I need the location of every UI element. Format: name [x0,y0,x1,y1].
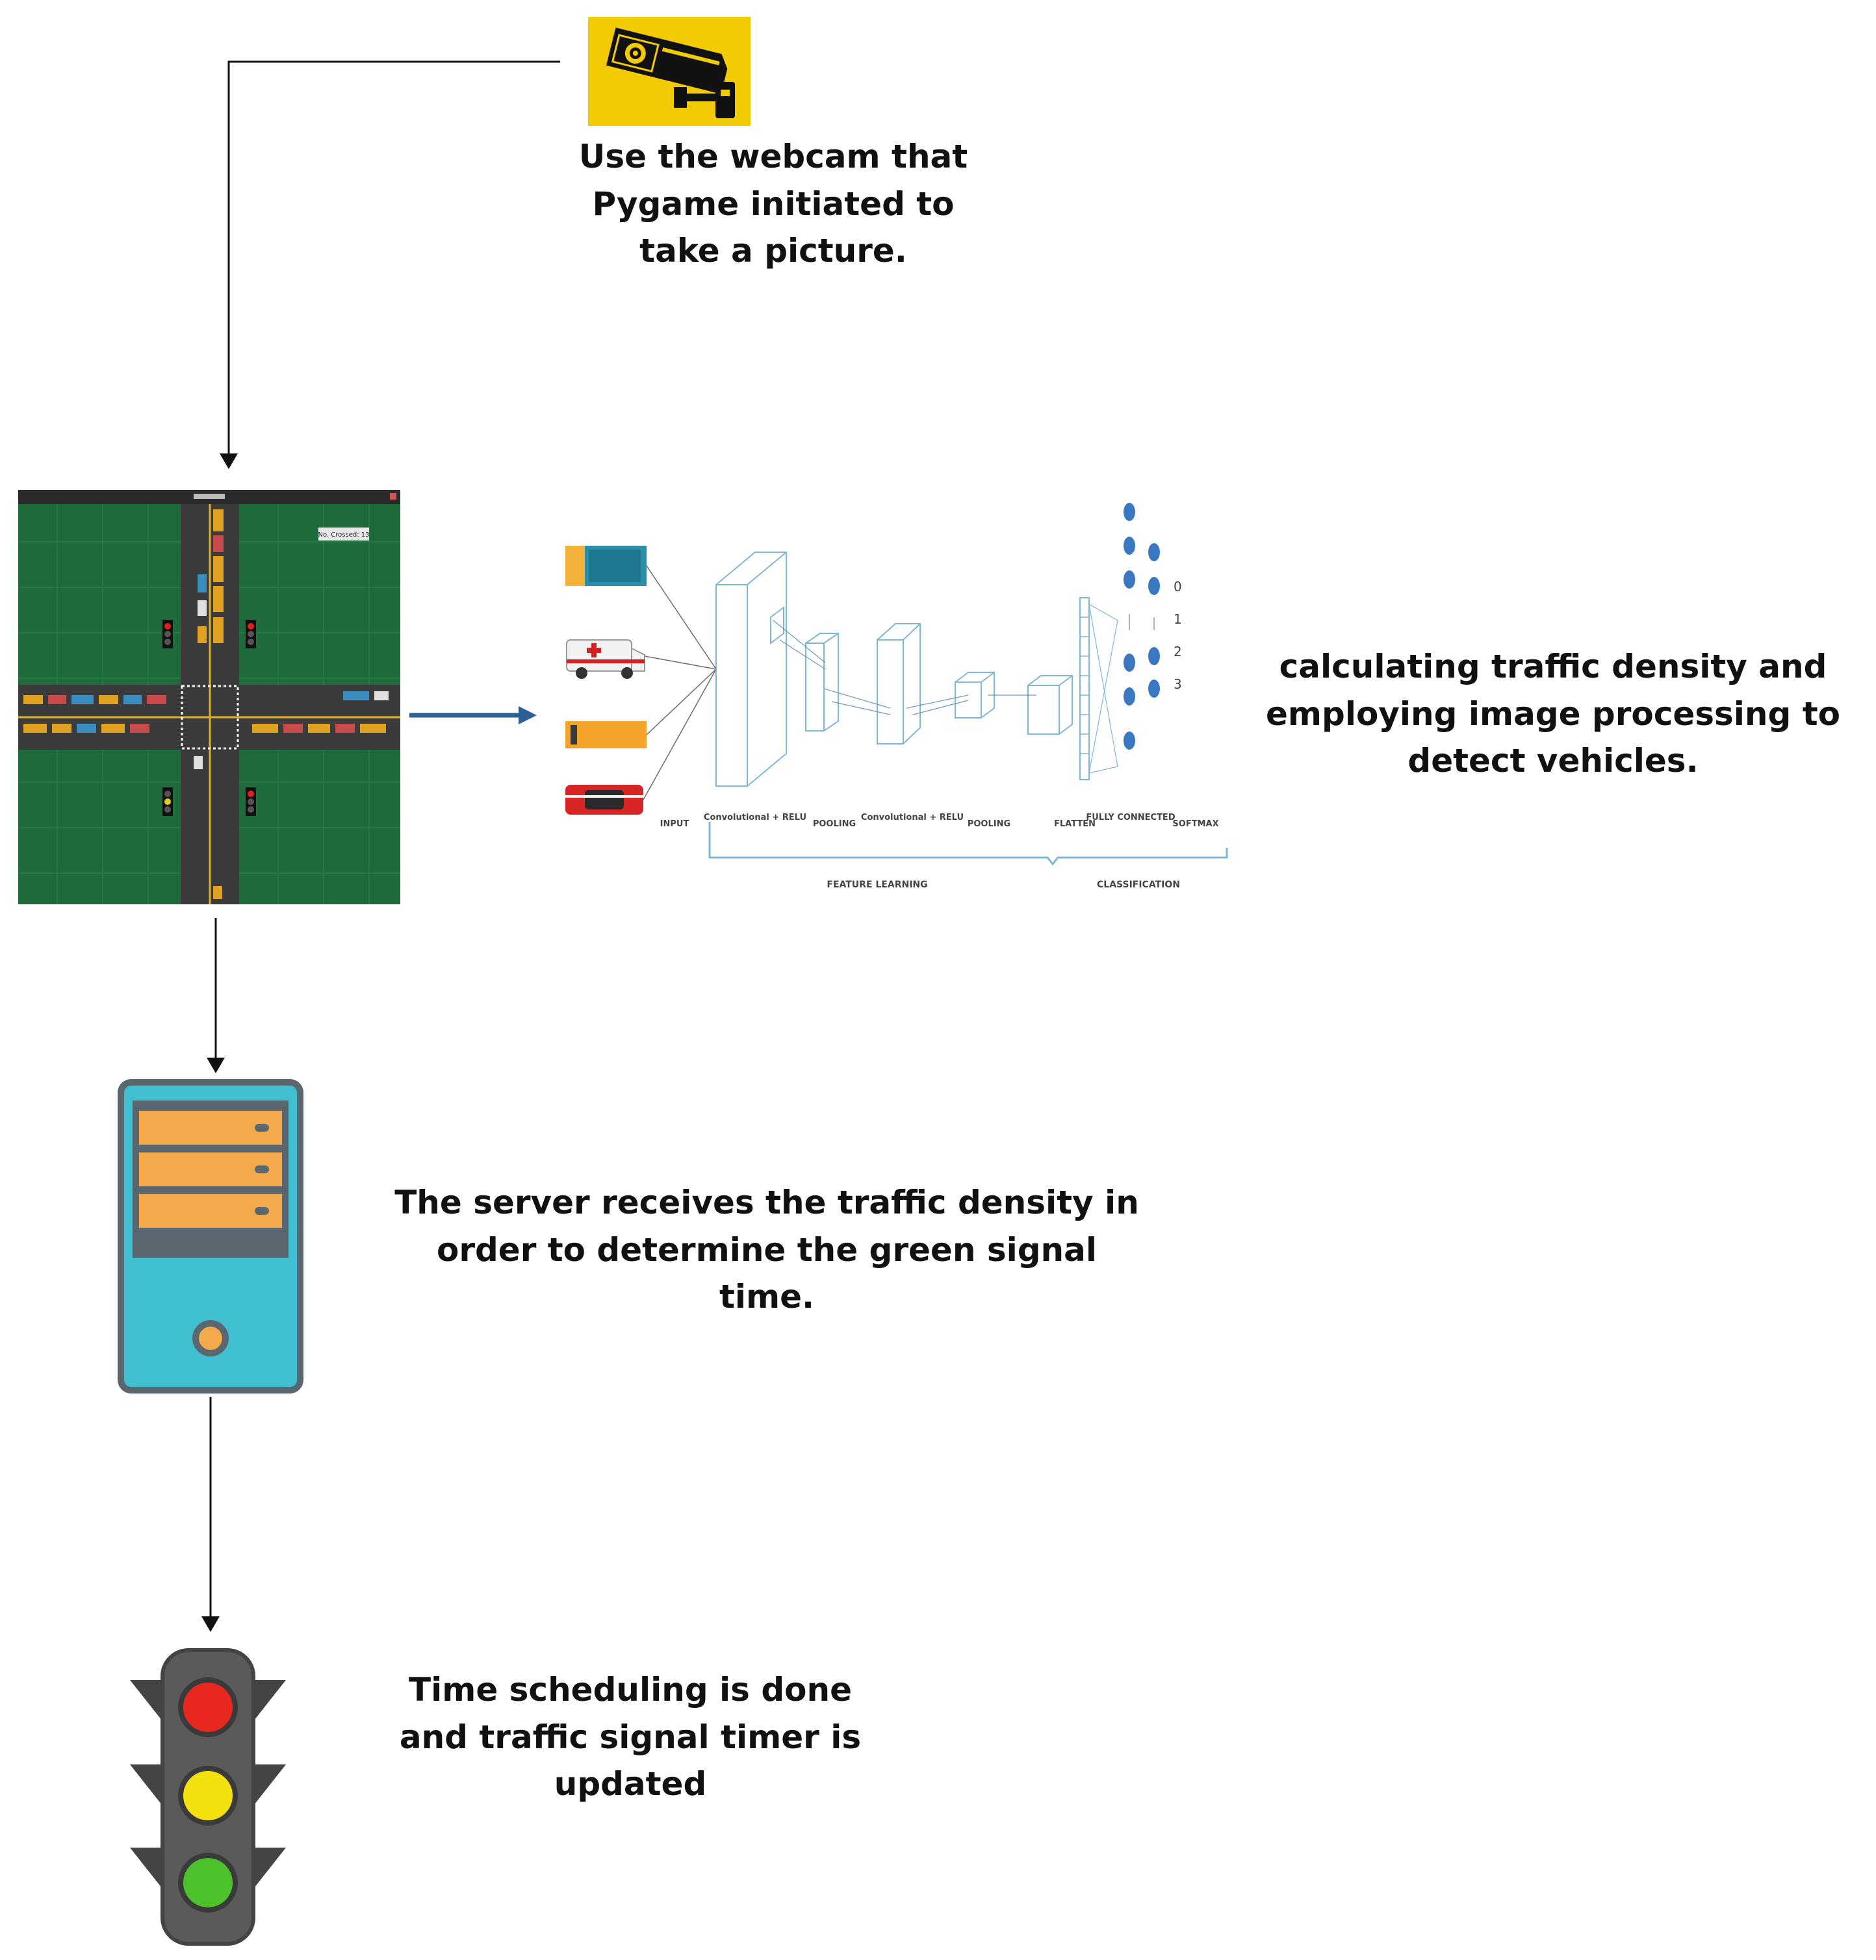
signal-step-caption: Time scheduling is done and traffic sign… [399,1671,862,1803]
layer-label-input: INPUT [660,819,689,829]
output-label-2: 2 [1174,644,1182,659]
layer-label-conv2: Convolutional + RELU [861,813,964,822]
output-label-3: 3 [1174,676,1182,692]
server-tower-icon [118,1079,303,1394]
score-label: No. Crossed: 13 [318,531,370,539]
arrow-simulation-to-cnn [409,706,537,724]
group-label-classification: CLASSIFICATION [1097,880,1180,890]
layer-label-fully-connected: FULLY CONNECTED [1086,813,1175,822]
security-camera-icon [588,17,751,126]
arrow-simulation-to-server [207,918,225,1073]
bus-icon [565,546,647,586]
group-label-feature-learning: FEATURE LEARNING [827,880,927,890]
car-icon [565,785,643,815]
layer-label-pool2: POOLING [968,819,1010,829]
arrow-camera-to-simulation [220,60,560,469]
cnn-architecture-diagram: 0 1 2 3 INPUT Convolutional + RELU POOLI… [565,503,1228,890]
traffic-simulation-screenshot: No. Crossed: 13 [18,490,400,904]
detect-step-caption: calculating traffic density and employin… [1266,648,1840,780]
layer-label-softmax: SOFTMAX [1172,819,1218,829]
arrow-server-to-signal [201,1397,220,1632]
capture-step-caption: Use the webcam that Pygame initiated to … [578,138,968,270]
traffic-light-icon [130,1648,286,1946]
output-label-0: 0 [1174,579,1182,594]
layer-label-pool1: POOLING [813,819,856,829]
ambulance-icon [566,639,645,679]
truck-icon [565,721,647,748]
output-label-1: 1 [1174,611,1182,627]
layer-label-conv1: Convolutional + RELU [704,813,806,822]
layer-label-flatten: FLATTEN [1054,819,1096,829]
server-step-caption: The server receives the traffic density … [394,1184,1139,1316]
